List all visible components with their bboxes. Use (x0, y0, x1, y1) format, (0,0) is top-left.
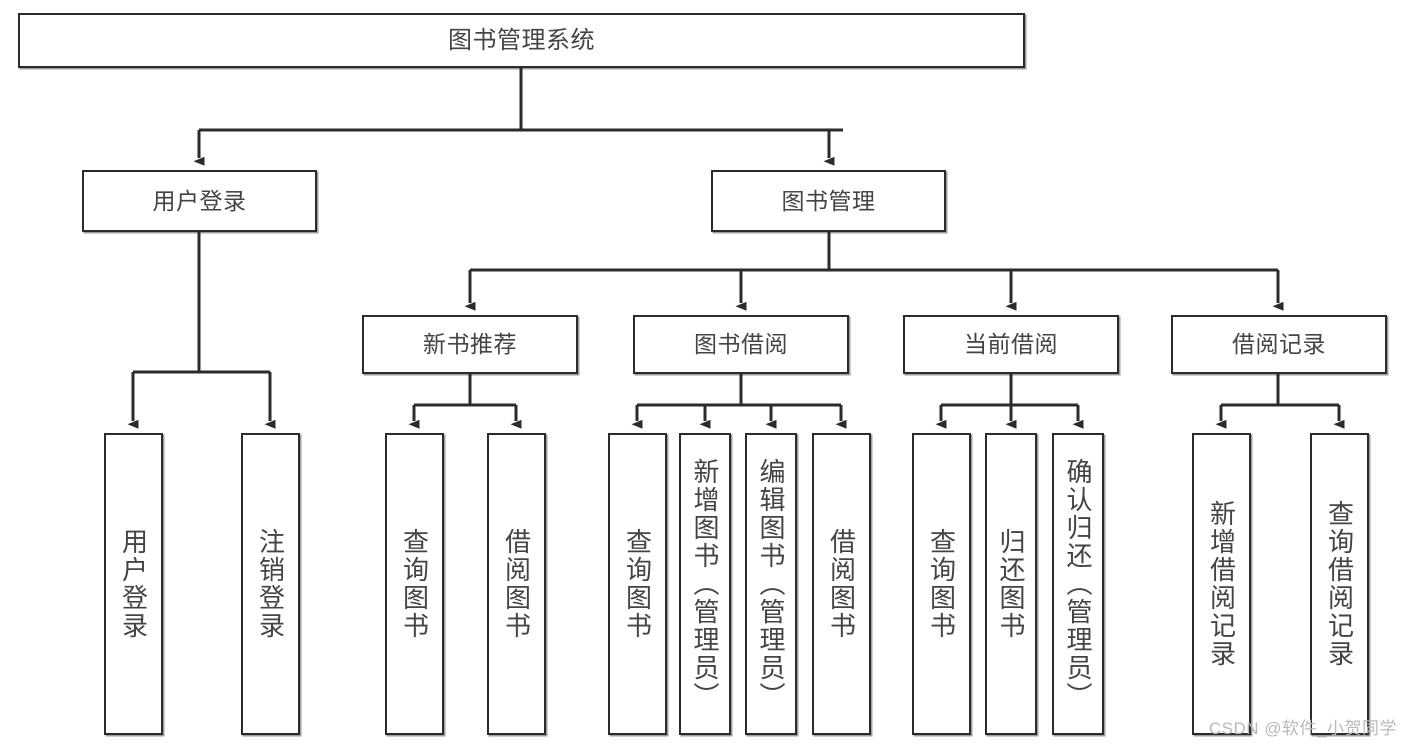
node-current-borrow[interactable]: 当前借阅 (903, 315, 1119, 374)
node-current-borrow-label: 当前借阅 (964, 331, 1058, 358)
node-user-login-leaf-label: 用户登录 (118, 528, 149, 640)
node-root-label: 图书管理系统 (448, 26, 595, 54)
csdn-watermark: CSDN @软件_小贺同学 (1208, 719, 1397, 738)
node-book-management[interactable]: 图书管理 (711, 170, 946, 232)
node-return-book-label: 归还图书 (996, 528, 1026, 640)
node-return-book[interactable]: 归还图书 (985, 433, 1037, 735)
node-edit-book-admin[interactable]: 编辑图书（管理员） (745, 433, 797, 735)
node-new-book-recommend-label: 新书推荐 (423, 331, 517, 358)
node-edit-book-admin-label: 编辑图书（管理员） (756, 458, 786, 710)
node-add-book-admin[interactable]: 新增图书（管理员） (679, 433, 731, 735)
node-add-borrow-record-label: 新增借阅记录 (1206, 500, 1237, 668)
node-add-borrow-record[interactable]: 新增借阅记录 (1192, 433, 1251, 735)
node-root[interactable]: 图书管理系统 (18, 13, 1025, 68)
node-logout-leaf[interactable]: 注销登录 (241, 433, 300, 735)
node-query-book-borrow-label: 查询图书 (622, 528, 653, 640)
node-query-book-borrow[interactable]: 查询图书 (608, 433, 667, 735)
node-query-borrow-record-label: 查询借阅记录 (1324, 500, 1355, 668)
node-user-login-leaf[interactable]: 用户登录 (104, 433, 163, 735)
node-logout-leaf-label: 注销登录 (255, 528, 286, 640)
node-confirm-return-admin-label: 确认归还（管理员） (1063, 458, 1093, 710)
node-query-book-current[interactable]: 查询图书 (912, 433, 971, 735)
node-confirm-return-admin[interactable]: 确认归还（管理员） (1052, 433, 1104, 735)
node-borrow-record[interactable]: 借阅记录 (1171, 315, 1387, 374)
node-query-book-recommend[interactable]: 查询图书 (385, 433, 444, 735)
node-user-login[interactable]: 用户登录 (82, 170, 317, 232)
node-query-book-recommend-label: 查询图书 (399, 528, 430, 640)
node-add-book-admin-label: 新增图书（管理员） (690, 458, 720, 710)
node-borrow-book-borrow[interactable]: 借阅图书 (812, 433, 871, 735)
node-book-borrow-label: 图书借阅 (694, 331, 788, 358)
node-book-borrow[interactable]: 图书借阅 (633, 315, 849, 374)
node-borrow-book-recommend[interactable]: 借阅图书 (487, 433, 546, 735)
node-user-login-label: 用户登录 (152, 187, 247, 214)
node-query-borrow-record[interactable]: 查询借阅记录 (1310, 433, 1369, 735)
node-borrow-book-recommend-label: 借阅图书 (501, 528, 532, 640)
node-new-book-recommend[interactable]: 新书推荐 (362, 315, 578, 374)
node-borrow-record-label: 借阅记录 (1232, 331, 1326, 358)
node-book-management-label: 图书管理 (781, 187, 876, 214)
node-query-book-current-label: 查询图书 (926, 528, 957, 640)
node-borrow-book-borrow-label: 借阅图书 (826, 528, 857, 640)
